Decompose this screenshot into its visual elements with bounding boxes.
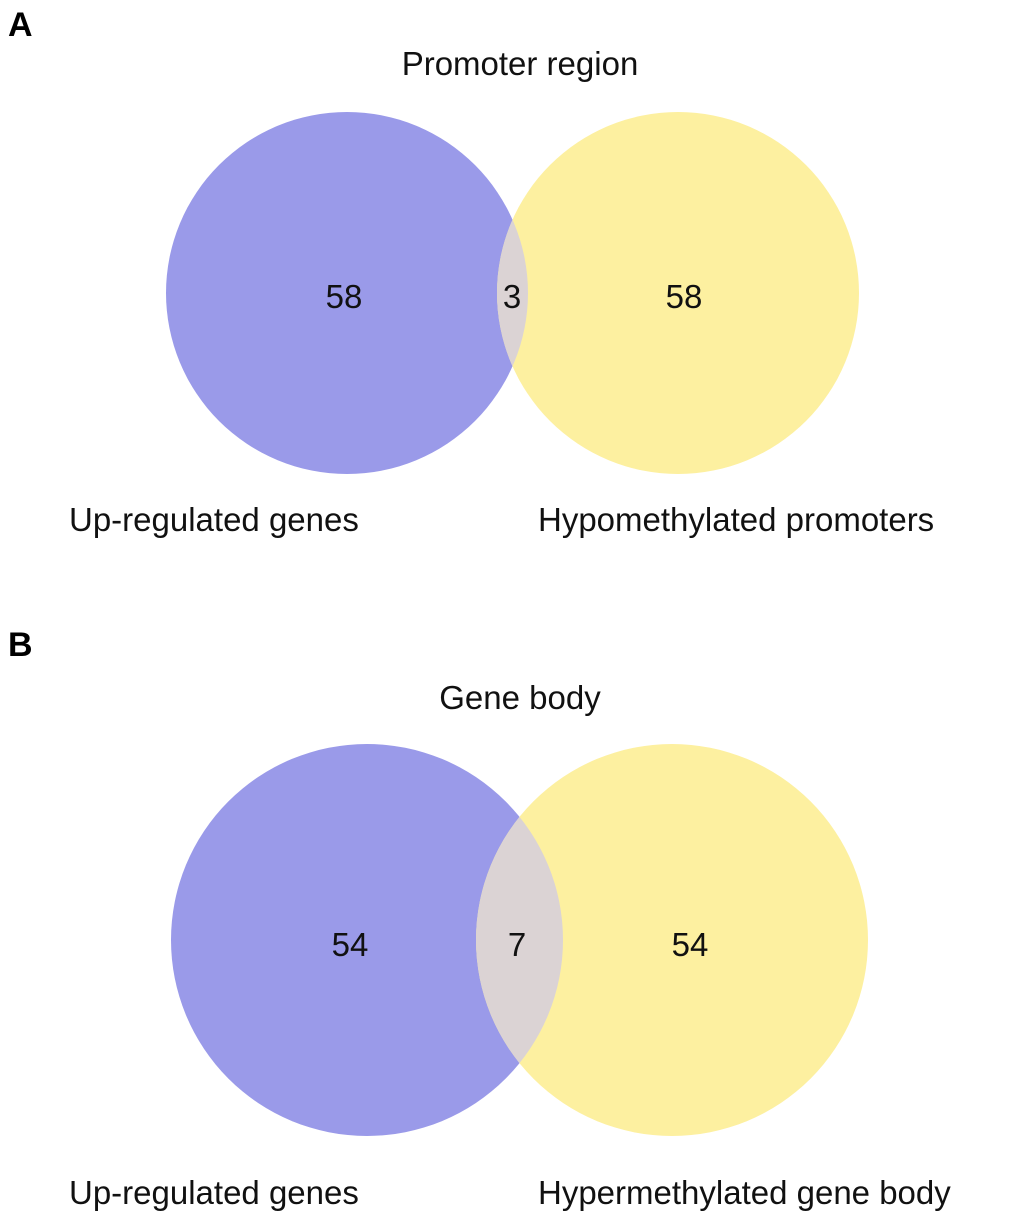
left-only-count: 54 [332, 926, 369, 963]
left-set-circle [171, 744, 563, 1136]
left-set-circle [166, 112, 528, 474]
panel-letter: A [8, 6, 33, 44]
panel-title: Gene body [439, 679, 601, 716]
left-set-label: Up-regulated genes [69, 1174, 359, 1211]
panel-title: Promoter region [401, 45, 639, 82]
left-only-count: 58 [326, 278, 363, 315]
right-set-label: Hypomethylated promoters [538, 501, 935, 538]
venn-diagram: 58 3 58 [166, 112, 859, 474]
venn-panel-a: A Promoter region 58 3 58 Up-regulated g… [0, 0, 1020, 600]
right-set-circle [476, 744, 868, 1136]
right-set-label: Hypermethylated gene body [538, 1174, 951, 1211]
right-set-circle [497, 112, 859, 474]
right-only-count: 58 [666, 278, 703, 315]
intersection-count: 3 [503, 278, 521, 315]
panel-letter: B [8, 626, 33, 664]
intersection-count: 7 [508, 926, 526, 963]
venn-diagram: 54 7 54 [171, 744, 868, 1136]
venn-panel-b: B Gene body 54 7 54 Up-regulated genes H… [0, 615, 1020, 1225]
left-set-label: Up-regulated genes [69, 501, 359, 538]
right-only-count: 54 [672, 926, 709, 963]
